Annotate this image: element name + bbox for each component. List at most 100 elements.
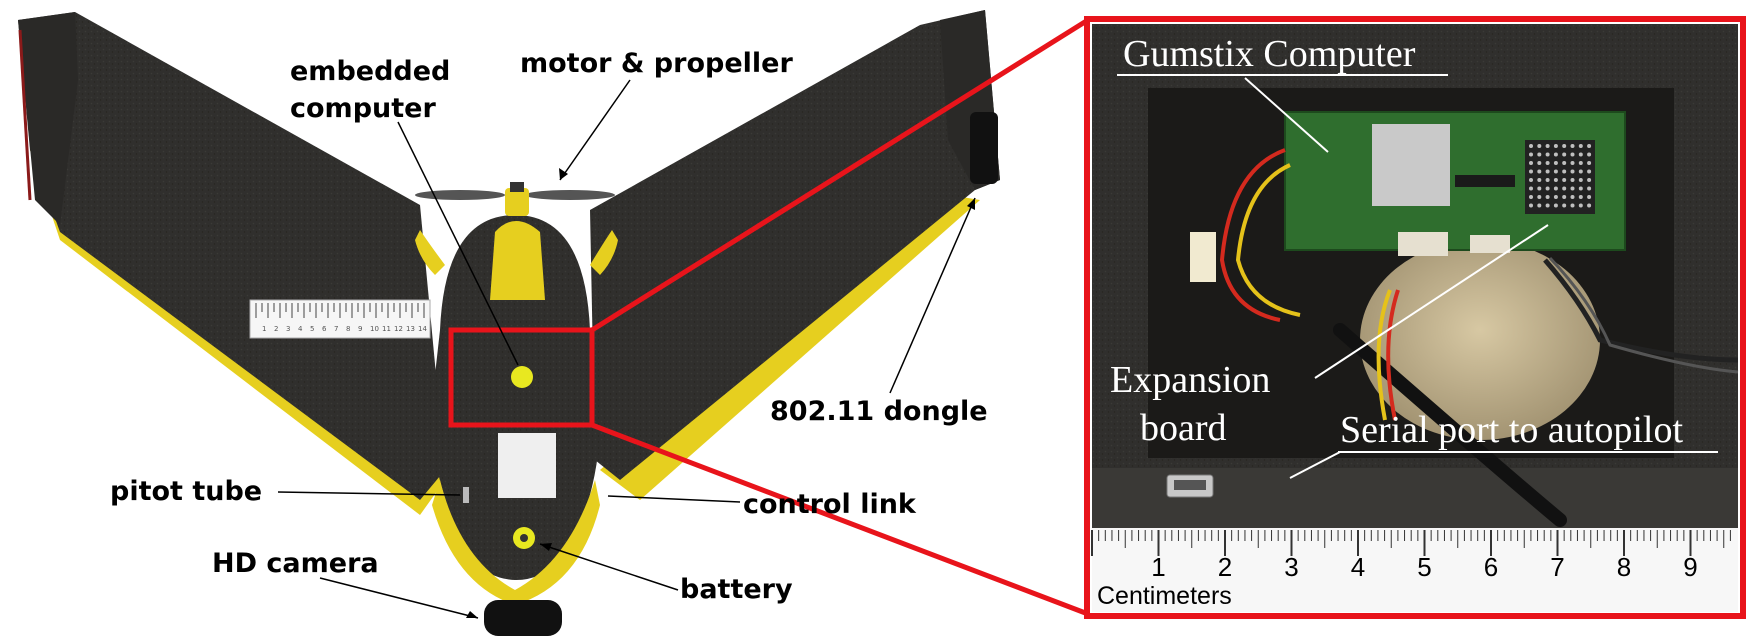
bay-opening: [1360, 240, 1600, 440]
chip-pad: [1545, 178, 1550, 182]
chip-pad: [1553, 161, 1558, 165]
chip-pad: [1562, 169, 1567, 174]
label-motor-propeller: motor & propeller: [520, 48, 793, 79]
right-wing: [590, 10, 1000, 480]
card-tick-label: 12: [394, 325, 403, 333]
white-sticker: [498, 433, 556, 498]
chip-pad: [1578, 203, 1583, 208]
chip-pad: [1562, 152, 1567, 157]
chip-pad: [1570, 178, 1575, 182]
card-tick-label: 13: [406, 325, 415, 333]
chip-pad: [1553, 195, 1558, 199]
card-tick-label: 7: [334, 325, 338, 333]
nose-cone: [490, 221, 545, 300]
chip-pad: [1553, 203, 1558, 208]
label-dongle: 802.11 dongle: [770, 396, 988, 427]
chip-pad: [1529, 195, 1533, 199]
ruler-tick-label: 6: [1484, 552, 1498, 582]
chip-pad: [1537, 169, 1542, 174]
chip-pad: [1545, 161, 1550, 165]
chip-pad: [1537, 186, 1542, 191]
chip-pad: [1578, 161, 1583, 165]
chip-pad: [1529, 152, 1533, 157]
chip-pad: [1587, 178, 1592, 182]
chip-pad: [1578, 178, 1583, 182]
label-pitot-tube: pitot tube: [110, 476, 262, 507]
chip-pad: [1587, 195, 1592, 199]
chip-pad: [1562, 203, 1567, 208]
drone-annotations: embedded computer motor & propeller 802.…: [110, 48, 988, 619]
chip-pad: [1562, 161, 1567, 165]
card-tick-label: 10: [370, 325, 379, 333]
chip-pad: [1553, 152, 1558, 157]
ruler-tick-label: 5: [1417, 552, 1431, 582]
chip-pad: [1545, 152, 1550, 157]
card-tick-label: 8: [346, 325, 350, 333]
card-tick-label: 9: [358, 325, 362, 333]
chip-pad: [1553, 178, 1558, 182]
chip-pad: [1537, 203, 1542, 208]
ruler-tick-label: 3: [1284, 552, 1298, 582]
chip-pad: [1553, 169, 1558, 174]
chip-pad: [1587, 186, 1592, 191]
label-serial-port: Serial port to autopilot: [1340, 409, 1683, 451]
chip-pad: [1562, 144, 1567, 148]
chip-pad: [1545, 144, 1550, 148]
chip-pad: [1537, 161, 1542, 165]
chip-pad: [1562, 186, 1567, 191]
card-tick-label: 11: [382, 325, 391, 333]
card-tick-label: 1: [262, 325, 266, 333]
chip-pad: [1537, 195, 1542, 199]
dongle-device: [970, 112, 998, 184]
chip-pad: [1587, 203, 1592, 208]
hd-camera-device: [484, 600, 562, 636]
label-embedded-line2: computer: [290, 93, 436, 124]
embedded-computer-highlight: [448, 327, 595, 428]
ruler-tick-label: 7: [1550, 552, 1564, 582]
label-battery: battery: [680, 574, 793, 605]
card-tick-label: 2: [274, 325, 278, 333]
chip-pad: [1570, 186, 1575, 191]
chip-pad: [1587, 169, 1592, 174]
chip-pad: [1570, 169, 1575, 174]
zoom-connector-top: [590, 17, 1090, 333]
ruler-tick-label: 1: [1151, 552, 1165, 582]
chip-pad: [1553, 144, 1558, 148]
card-tick-label: 5: [310, 325, 314, 333]
chip-pad: [1578, 186, 1583, 191]
chip-pad: [1578, 152, 1583, 157]
card-tick-label: 3: [286, 325, 290, 333]
left-wing: [18, 12, 445, 500]
fuselage: [430, 215, 600, 580]
chip-pad: [1587, 161, 1592, 165]
chip-pad: [1562, 178, 1567, 182]
label-control-link: control link: [743, 489, 917, 520]
label-hd-camera: HD camera: [212, 548, 379, 579]
label-gumstix: Gumstix Computer: [1123, 33, 1416, 75]
chip-pad: [1529, 186, 1533, 191]
right-wing-edge: [600, 190, 980, 500]
ruler-tick-label: 9: [1683, 552, 1697, 582]
chip-pad: [1545, 186, 1550, 191]
label-expansion-line1: Expansion: [1110, 359, 1270, 401]
chip-pad: [1529, 144, 1533, 148]
chip-pad: [1545, 195, 1550, 199]
card-tick-label: 4: [298, 325, 303, 333]
chip-pad: [1570, 195, 1575, 199]
chip-pad: [1578, 195, 1583, 199]
card-tick-label: 6: [322, 325, 327, 333]
chip-pad: [1545, 203, 1550, 208]
gumstix-board: [1284, 111, 1626, 256]
label-embedded-line1: embedded: [290, 56, 450, 87]
propeller: [415, 182, 615, 216]
chip-pad: [1529, 178, 1533, 182]
ruler-tick-label: 8: [1617, 552, 1631, 582]
hatch-marker: [511, 366, 533, 388]
chip-pad: [1570, 161, 1575, 165]
zoom-connector-bottom: [591, 422, 1089, 617]
chip-pad: [1570, 203, 1575, 208]
